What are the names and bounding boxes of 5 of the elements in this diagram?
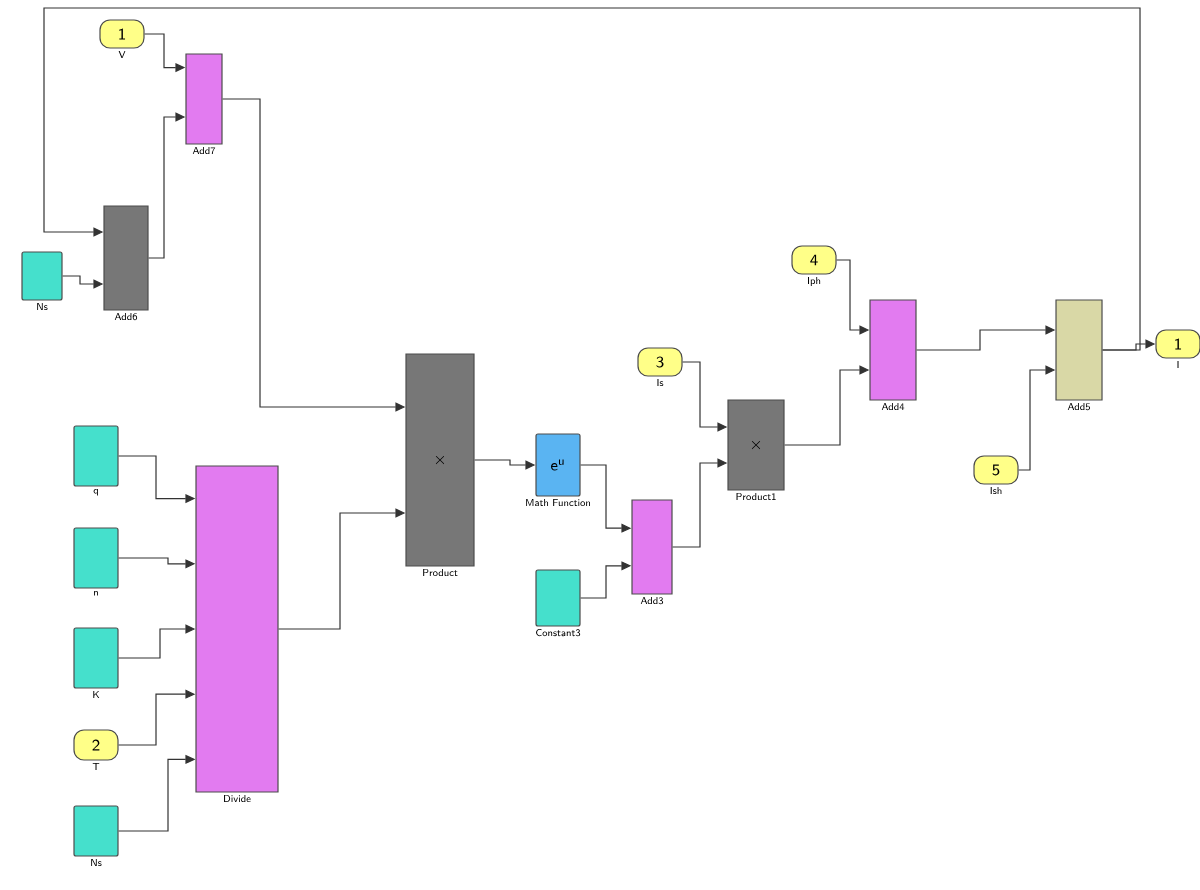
product-block: × <box>405 353 475 567</box>
signal-line <box>43 7 1141 351</box>
port-oval: 1 <box>1155 329 1200 359</box>
product-block: × <box>727 399 785 491</box>
function-block: e$^{u}$ <box>535 433 581 497</box>
